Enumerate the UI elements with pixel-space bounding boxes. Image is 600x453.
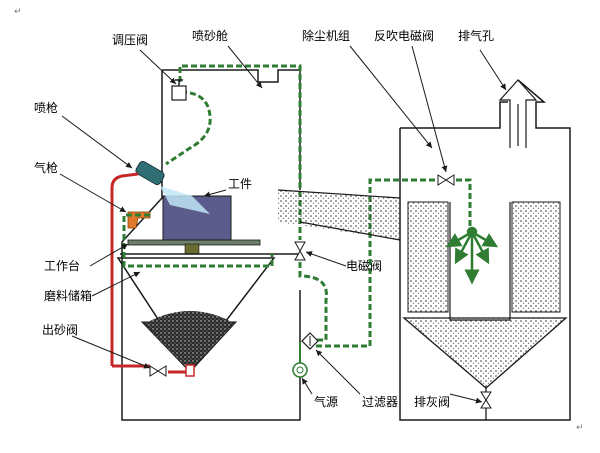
label-pressure-valve: 调压阀	[112, 33, 148, 47]
spray-gun-icon	[135, 161, 165, 185]
pressure-valve-icon	[171, 79, 187, 101]
label-blast-chamber: 喷砂舱	[192, 29, 228, 43]
filter-bags	[407, 201, 561, 321]
spray-cone	[160, 186, 210, 214]
label-exhaust: 排气孔	[458, 28, 494, 43]
label-abrasive-tank: 磨料储箱	[44, 288, 92, 303]
label-pulse-valve: 反吹电磁阀	[374, 28, 434, 43]
abrasive-hopper	[116, 257, 276, 373]
label-worktable: 工作台	[44, 258, 80, 273]
label-sand-valve: 出砂阀	[42, 323, 78, 337]
dust-duct	[278, 190, 400, 240]
label-workpiece: 工件	[228, 177, 252, 191]
pulse-burst-icon	[445, 226, 499, 285]
leader-lines	[59, 45, 507, 404]
worktable	[120, 239, 300, 255]
solenoid-valve-icon	[294, 241, 306, 261]
label-air-source: 气源	[314, 394, 338, 409]
dust-collector	[399, 79, 571, 421]
label-solenoid-valve: 电磁阀	[346, 258, 382, 273]
sand-valve-icon	[149, 364, 195, 377]
label-spray-gun: 喷枪	[34, 100, 58, 115]
label-filter: 过滤器	[362, 395, 398, 409]
exhaust-icon	[498, 79, 538, 148]
paragraph-mark-bottom: ↵	[576, 423, 584, 433]
label-air-gun: 气枪	[34, 160, 58, 175]
collector-hopper	[402, 317, 568, 389]
air-line	[122, 64, 472, 348]
label-dust-collector: 除尘机组	[302, 28, 350, 43]
label-ash-valve: 排灰阀	[414, 395, 450, 409]
pulse-valve-icon	[437, 174, 455, 186]
ash-valve-icon	[480, 391, 492, 409]
air-source-icon	[292, 342, 308, 378]
paragraph-mark-top: ↵	[14, 7, 22, 17]
filter-icon	[301, 332, 319, 350]
